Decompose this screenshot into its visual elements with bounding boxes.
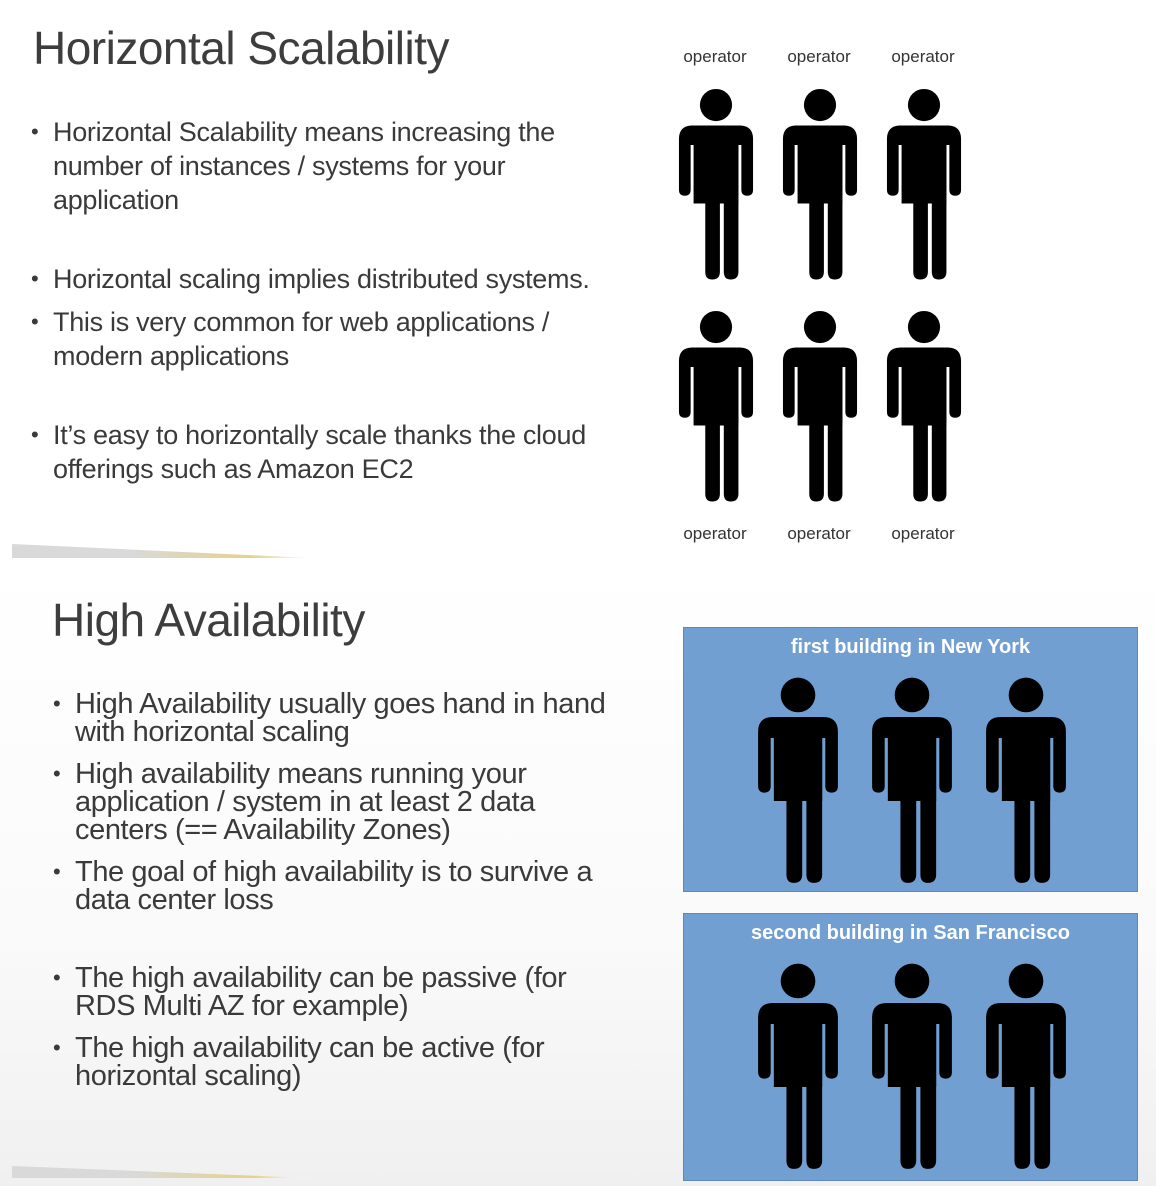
slide-title: Horizontal Scalability bbox=[33, 22, 449, 74]
bullet-item: High availability means running your app… bbox=[53, 760, 615, 845]
bullet-item: The goal of high availability is to surv… bbox=[53, 858, 615, 915]
building-box-new-york: first building in New York bbox=[683, 627, 1138, 892]
operator-label: operator bbox=[787, 524, 851, 543]
person-icon bbox=[984, 960, 1068, 1172]
operator-label: operator bbox=[891, 524, 955, 543]
person-icon bbox=[870, 674, 954, 886]
slide-horizontal-scalability: Horizontal Scalability Horizontal Scalab… bbox=[0, 0, 1156, 560]
operator-label: operator bbox=[787, 47, 851, 66]
bullet-item: Horizontal Scalability means increasing … bbox=[31, 115, 623, 217]
person-icon bbox=[870, 960, 954, 1172]
person-icon bbox=[781, 308, 859, 504]
person-icon bbox=[885, 86, 963, 282]
bullet-item: Horizontal scaling implies distributed s… bbox=[31, 262, 623, 296]
bullet-item: This is very common for web applications… bbox=[31, 305, 623, 373]
person-icon bbox=[677, 86, 755, 282]
decorative-accent-bar bbox=[12, 544, 312, 558]
slide-title: High Availability bbox=[52, 594, 365, 646]
person-icon bbox=[756, 960, 840, 1172]
person-icon bbox=[885, 308, 963, 504]
decorative-accent-bar bbox=[12, 1166, 312, 1178]
operator-label: operator bbox=[683, 524, 747, 543]
slide-high-availability: High Availability High Availability usua… bbox=[0, 560, 1156, 1186]
bullet-item: The high availability can be passive (fo… bbox=[53, 964, 615, 1021]
operator-label: operator bbox=[891, 47, 955, 66]
bullet-item: High Availability usually goes hand in h… bbox=[53, 690, 615, 747]
person-icon bbox=[781, 86, 859, 282]
bullet-item: The high availability can be active (for… bbox=[53, 1034, 615, 1091]
building-label: second building in San Francisco bbox=[751, 922, 1070, 944]
building-box-san-francisco: second building in San Francisco bbox=[683, 913, 1138, 1181]
person-icon bbox=[756, 674, 840, 886]
building-label: first building in New York bbox=[790, 636, 1031, 658]
bullet-item: It’s easy to horizontally scale thanks t… bbox=[31, 418, 623, 486]
person-icon bbox=[677, 308, 755, 504]
bullet-list: Horizontal Scalability means increasing … bbox=[31, 115, 623, 495]
operator-label: operator bbox=[683, 47, 747, 66]
person-icon bbox=[984, 674, 1068, 886]
bullet-list: High Availability usually goes hand in h… bbox=[53, 690, 615, 1104]
